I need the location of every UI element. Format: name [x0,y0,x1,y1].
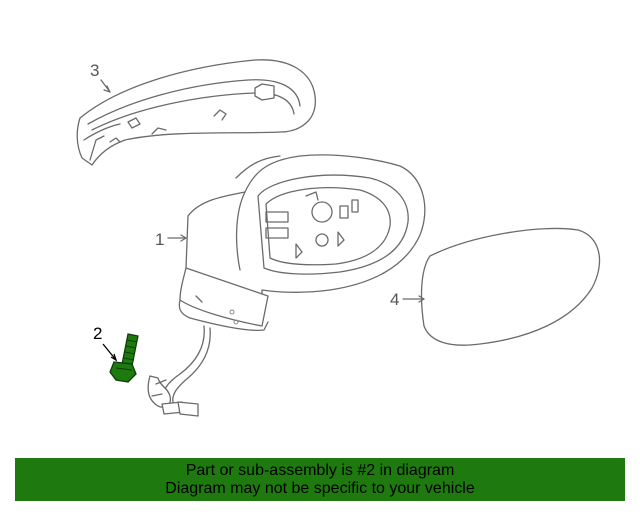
callout-part-2: 2 [93,324,102,343]
callout-part-4: 4 [390,290,399,309]
info-banner: Part or sub-assembly is #2 in diagram Di… [15,458,625,501]
mirror-housing-part[interactable] [147,154,426,417]
mirror-cover-part[interactable] [76,59,316,166]
banner-line-2: Diagram may not be specific to your vehi… [165,480,475,497]
leader-line-part-2 [102,343,117,361]
mirror-glass-part[interactable] [420,227,601,346]
callout-part-3: 3 [90,61,99,80]
callout-part-1: 1 [155,230,164,249]
screw-part[interactable] [109,333,139,383]
banner-line-1: Part or sub-assembly is #2 in diagram [185,462,455,479]
